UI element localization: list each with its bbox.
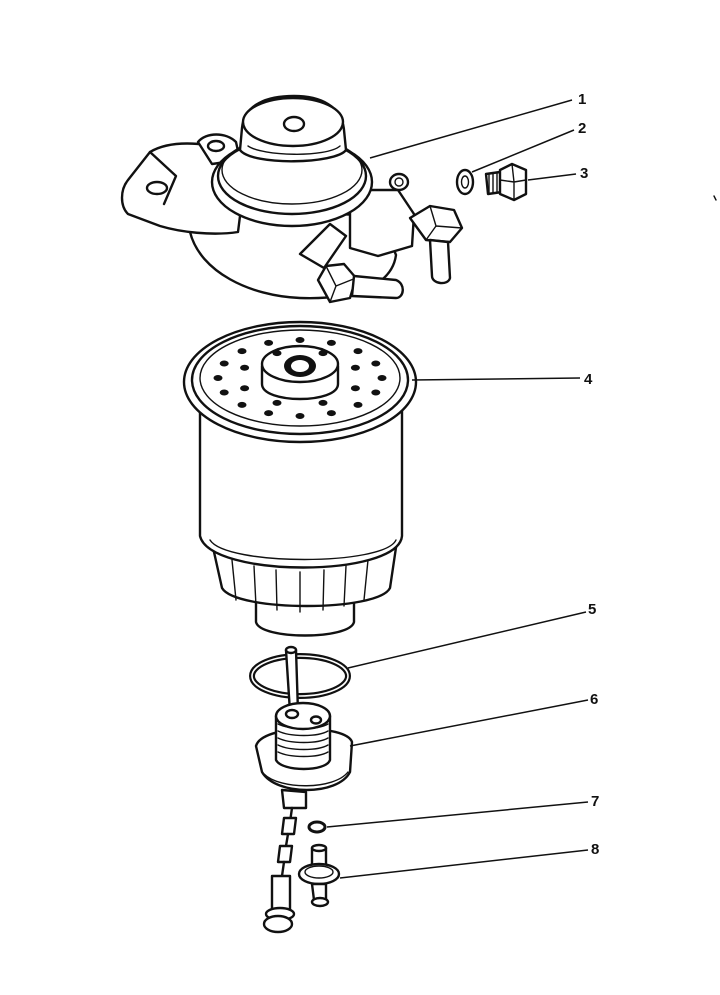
filter-element <box>182 320 418 637</box>
filter-hole <box>237 348 247 355</box>
filter-hole <box>350 364 360 371</box>
filter-hole <box>377 375 387 381</box>
filter-hole-ring <box>213 337 387 419</box>
callout-6: 6 <box>590 691 598 708</box>
filter-hole <box>219 389 229 396</box>
callout-8: 8 <box>591 841 599 858</box>
filter-hole <box>213 375 223 381</box>
filter-hole <box>295 413 305 419</box>
filter-hole <box>240 385 250 392</box>
filter-hole <box>272 399 282 406</box>
filter-hole <box>264 339 274 346</box>
callout-7: 7 <box>591 793 599 810</box>
o-ring <box>249 653 351 699</box>
bleed-screw <box>484 162 528 202</box>
drain-plug <box>254 645 354 934</box>
filter-hole <box>326 410 336 417</box>
filter-hole <box>318 350 328 357</box>
filter-head <box>120 94 464 304</box>
filter-hole <box>371 389 381 396</box>
filter-hole <box>237 401 247 408</box>
callout-3: 3 <box>580 165 588 182</box>
filter-hole <box>240 364 250 371</box>
callout-2: 2 <box>578 120 586 137</box>
sealing-washer <box>455 168 475 196</box>
filter-hole <box>353 401 363 408</box>
leader-lines <box>326 99 589 879</box>
edge-mark <box>713 195 717 201</box>
callout-1: 1 <box>578 91 586 108</box>
filter-hole <box>219 360 229 367</box>
filter-hole <box>371 360 381 367</box>
small-o-ring <box>307 820 327 834</box>
callout-labels: 1 2 3 4 5 6 7 8 <box>578 91 599 858</box>
callout-5: 5 <box>588 601 596 618</box>
filter-hole <box>272 350 282 357</box>
filter-hole <box>326 339 336 346</box>
drain-valve <box>297 843 341 908</box>
filter-hole <box>350 385 360 392</box>
filter-hole <box>353 348 363 355</box>
callout-4: 4 <box>584 371 593 388</box>
filter-hole <box>295 337 305 343</box>
filter-hole <box>264 410 274 417</box>
filter-hole <box>318 399 328 406</box>
